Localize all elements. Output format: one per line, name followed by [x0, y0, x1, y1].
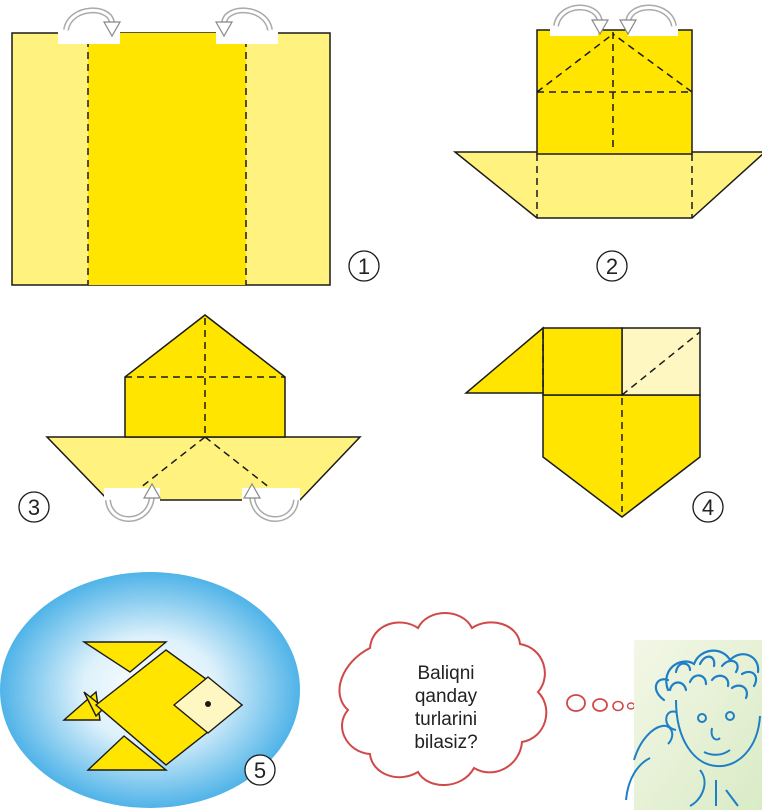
fish-tail-flap — [463, 326, 544, 394]
bubble-line-1: Baliqni — [417, 663, 474, 684]
step-1: 1 — [11, 7, 380, 286]
kid-face-icon — [665, 699, 761, 768]
fold-arrow-corner-left-icon — [553, 4, 610, 36]
bottom-band — [452, 151, 762, 219]
svg-text:3: 3 — [28, 495, 40, 520]
step-5: 5 — [0, 572, 300, 808]
step-4: 4 — [463, 326, 724, 523]
step-3: 3 — [18, 314, 362, 523]
kid-hair-icon — [654, 649, 760, 702]
thinking-kid-illustration — [625, 640, 762, 810]
svg-text:2: 2 — [606, 254, 618, 279]
step-number-5: 5 — [244, 754, 276, 786]
svg-text:5: 5 — [254, 758, 266, 783]
fold-arrow-corner-right-icon — [618, 4, 677, 36]
fold-arrow-bottom-right-icon — [242, 482, 299, 522]
house-shape — [124, 314, 286, 438]
bottom-band-folded — [45, 436, 362, 501]
bubble-line-2: qanday — [415, 686, 478, 707]
bubble-line-3: turlarini — [415, 709, 477, 730]
fish-upper-body — [542, 327, 623, 396]
finished-fish-icon — [62, 641, 244, 771]
fish-eye-icon — [205, 701, 211, 707]
svg-text:4: 4 — [702, 495, 714, 520]
step-2: 2 — [452, 4, 762, 282]
fold-arrow-left-icon — [63, 7, 122, 38]
step-number-3: 3 — [18, 491, 50, 523]
step-number-4: 4 — [692, 491, 724, 523]
bubble-line-4: bilasiz? — [414, 732, 477, 753]
fold-arrow-right-icon — [214, 7, 273, 38]
step-number-1: 1 — [348, 250, 380, 282]
speech-bubble: Baliqni qanday turlarini bilasiz? — [338, 612, 636, 786]
center-strip — [88, 33, 246, 285]
fold-arrow-bottom-left-icon — [105, 482, 162, 522]
thought-cloud — [338, 612, 548, 786]
thought-dots-icon — [566, 694, 636, 712]
svg-text:1: 1 — [358, 254, 370, 279]
step-number-2: 2 — [596, 250, 628, 282]
kid-hand-icon — [625, 724, 739, 807]
